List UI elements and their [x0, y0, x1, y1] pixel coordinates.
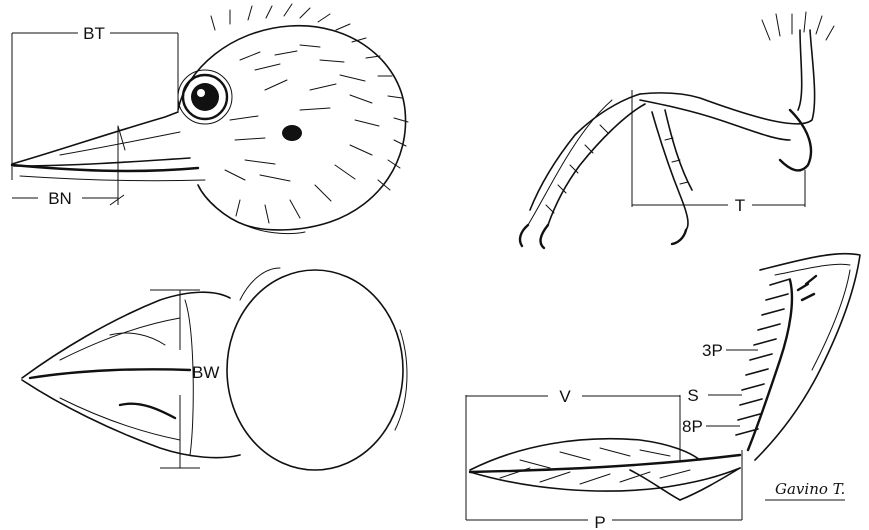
p-label: P [594, 513, 605, 530]
artist-signature: Gavino T. [765, 480, 845, 500]
8p-marker: 8P [682, 417, 740, 436]
signature-text: Gavino T. [775, 480, 845, 498]
bw-label: BW [192, 363, 219, 382]
3p-marker: 3P [702, 341, 758, 360]
v-label: V [559, 387, 571, 406]
leg-illustration [520, 12, 834, 248]
s-label: S [687, 386, 698, 405]
bn-label: BN [48, 189, 72, 208]
wing-illustration [470, 254, 860, 500]
t-dimension: T [632, 90, 805, 215]
bw-dimension: BW [150, 290, 219, 468]
3p-label: 3P [702, 341, 723, 360]
8p-label: 8P [682, 417, 703, 436]
v-dimension: V [466, 387, 680, 520]
t-label: T [735, 196, 745, 215]
bt-label: BT [83, 24, 105, 43]
